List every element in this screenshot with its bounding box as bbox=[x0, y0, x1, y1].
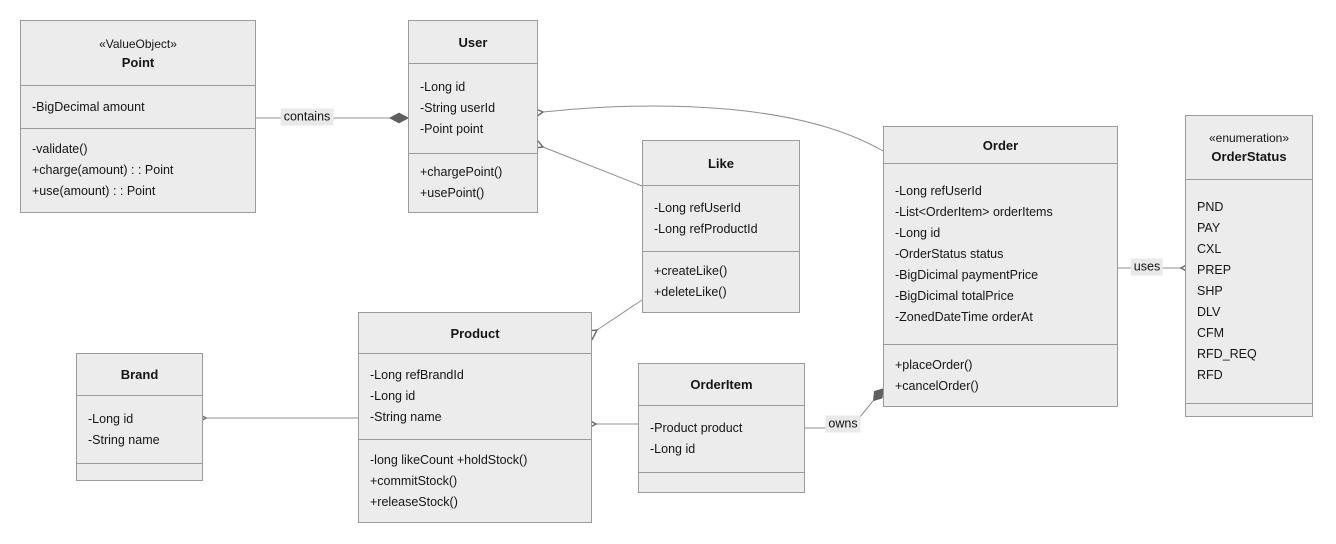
member-row: -ZonedDateTime orderAt bbox=[895, 309, 1033, 324]
member-row: -BigDecimal amount bbox=[32, 99, 145, 114]
attributes-section: -Long refUserId -Long refProductId bbox=[643, 186, 799, 251]
class-name: Product bbox=[450, 325, 500, 341]
member-row: -String userId bbox=[420, 101, 496, 115]
member-row: -Long refUserId bbox=[895, 183, 982, 198]
member-row: +cancelOrder() bbox=[895, 378, 979, 393]
member-row: -Point point bbox=[420, 122, 484, 136]
methods-section: +chargePoint() +usePoint() bbox=[409, 153, 537, 212]
member-row: PREP bbox=[1197, 263, 1232, 277]
member-row: +releaseStock() bbox=[370, 494, 458, 509]
class-box-user[interactable]: User -Long id-String userId-Point point … bbox=[408, 20, 538, 213]
attributes-section: -Long id -String name bbox=[77, 396, 202, 463]
member-row: PAY bbox=[1197, 221, 1221, 235]
composition-diamond-user bbox=[388, 112, 410, 124]
methods-section bbox=[1186, 403, 1312, 416]
methods-section: -long likeCount +holdStock() +commitStock… bbox=[359, 439, 591, 522]
methods-section bbox=[639, 472, 804, 492]
class-box-orderstatus[interactable]: «enumeration» OrderStatus PND PAY CXL PREP S… bbox=[1185, 115, 1313, 417]
member-row: -BigDicimal paymentPrice bbox=[895, 267, 1039, 282]
class-header-like: Like bbox=[643, 141, 799, 186]
member-row: -validate() bbox=[32, 142, 88, 156]
methods-section: +placeOrder() +cancelOrder() bbox=[884, 344, 1117, 406]
class-box-point[interactable]: «ValueObject» Point -BigDecimal amount -… bbox=[20, 20, 256, 213]
member-row: -OrderStatus status bbox=[895, 246, 1004, 261]
class-header-brand: Brand bbox=[77, 354, 202, 396]
member-row: DLV bbox=[1197, 305, 1221, 319]
methods-section: -validate() +charge(amount) : : Point +use… bbox=[21, 128, 255, 212]
attributes-section: -Long refUserId -List<OrderItem> orderIte… bbox=[884, 164, 1117, 344]
class-box-like[interactable]: Like -Long refUserId -Long refProductId +… bbox=[642, 140, 800, 313]
member-row: +commitStock() bbox=[370, 473, 458, 488]
attributes-section: -Long refBrandId -Long id -String name bbox=[359, 354, 591, 439]
member-row: +use(amount) : : Point bbox=[32, 184, 156, 198]
edge-label-owns: owns bbox=[825, 415, 861, 433]
member-row: -Long refBrandId bbox=[370, 368, 464, 382]
member-row: -List<OrderItem> orderItems bbox=[895, 204, 1053, 219]
class-box-orderitem[interactable]: OrderItem -Product product -Long id bbox=[638, 363, 805, 493]
methods-section: +createLike() +deleteLike() bbox=[643, 251, 799, 312]
member-row: SHP bbox=[1197, 284, 1223, 298]
attributes-section: -Long id -String userId -Point point bbox=[409, 64, 537, 153]
member-row: CXL bbox=[1197, 242, 1222, 256]
member-row: -Long refProductId bbox=[654, 221, 758, 236]
edge-like-user bbox=[531, 137, 643, 187]
class-box-order[interactable]: Order -Long refUserId -List<OrderItem> or… bbox=[883, 126, 1118, 407]
member-row: -Long id bbox=[88, 411, 134, 426]
methods-section bbox=[77, 463, 202, 480]
member-row: +usePoint() bbox=[420, 186, 485, 200]
class-name: OrderItem bbox=[690, 377, 753, 392]
member-row: -Long id bbox=[420, 80, 466, 94]
member-row: -Long id bbox=[370, 389, 416, 403]
member-row: -Long refUserId bbox=[654, 200, 741, 215]
stereotype-label: «enumeration» bbox=[1208, 131, 1290, 145]
member-row: +deleteLike() bbox=[654, 285, 727, 299]
member-row: -Long id bbox=[650, 442, 696, 456]
class-box-product[interactable]: Product -Long refBrandId -Long id -String … bbox=[358, 312, 592, 523]
class-header-orderitem: OrderItem bbox=[639, 364, 804, 406]
edge-order-user bbox=[532, 105, 884, 152]
class-header-product: Product bbox=[359, 313, 591, 354]
member-row: -long likeCount +holdStock() bbox=[370, 452, 528, 467]
member-row: +charge(amount) : : Point bbox=[32, 163, 174, 177]
stereotype-label: «ValueObject» bbox=[99, 36, 177, 51]
member-row: -Long id bbox=[895, 225, 941, 240]
class-name: Point bbox=[121, 54, 155, 70]
class-name: OrderStatus bbox=[1211, 149, 1287, 164]
class-header-orderstatus: «enumeration» OrderStatus bbox=[1186, 116, 1312, 180]
member-row: -String name bbox=[88, 432, 160, 447]
member-row: -Product product bbox=[650, 421, 743, 435]
attributes-section: -Product product -Long id bbox=[639, 406, 804, 472]
composition-diamond-order bbox=[872, 388, 884, 402]
class-name: Order bbox=[982, 137, 1019, 153]
member-row: -BigDicimal totalPrice bbox=[895, 288, 1014, 303]
member-row: +chargePoint() bbox=[420, 165, 503, 179]
class-name: Brand bbox=[120, 367, 159, 382]
edge-label-uses: uses bbox=[1130, 258, 1164, 276]
member-row: PND bbox=[1197, 200, 1224, 214]
member-row: RFD bbox=[1197, 368, 1223, 382]
member-row: -String name bbox=[370, 410, 442, 424]
class-box-brand[interactable]: Brand -Long id -String name bbox=[76, 353, 203, 481]
class-header-point: «ValueObject» Point bbox=[21, 21, 255, 86]
member-row: CFM bbox=[1197, 326, 1225, 340]
attributes-section: -BigDecimal amount bbox=[21, 86, 255, 128]
class-name: User bbox=[458, 34, 488, 50]
member-row: +createLike() bbox=[654, 264, 728, 278]
member-row: +placeOrder() bbox=[895, 357, 973, 372]
edge-like-product bbox=[585, 299, 643, 341]
class-name: Like bbox=[707, 155, 734, 171]
class-header-order: Order bbox=[884, 127, 1117, 164]
member-row: RFD_REQ bbox=[1197, 347, 1257, 361]
edge-label-contains: contains bbox=[280, 108, 334, 126]
enum-values-section: PND PAY CXL PREP SHP DLV CFM RFD_REQ RFD bbox=[1186, 180, 1312, 403]
class-header-user: User bbox=[409, 21, 537, 64]
